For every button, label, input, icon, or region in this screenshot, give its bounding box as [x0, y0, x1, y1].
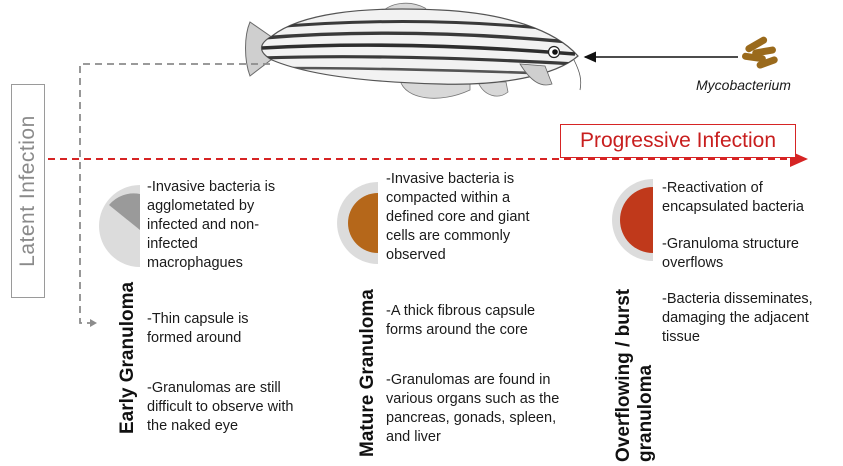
mycobacterium-label: Mycobacterium [696, 77, 791, 93]
mature-granuloma-icon [337, 182, 378, 264]
early-granuloma-description: -Invasive bacteria is agglometated by in… [147, 178, 307, 436]
burst-granuloma-title: Overflowing / burst granuloma [613, 252, 657, 462]
mature-note-2: -A thick fibrous capsule forms around th… [386, 302, 556, 340]
early-granuloma-icon [99, 185, 140, 267]
burst-note-1: -Reactivation of encapsulated bacteria [662, 179, 812, 217]
early-note-1: -Invasive bacteria is agglometated by in… [147, 178, 297, 273]
zebrafish-illustration [246, 3, 581, 98]
burst-note-3: -Bacteria disseminates, damaging the adj… [662, 290, 840, 347]
latent-arrowhead [90, 319, 97, 327]
latent-infection-label: Latent Infection [16, 84, 40, 298]
mature-note-3: -Granulomas are found in various organs … [386, 371, 566, 447]
burst-granuloma-description: -Reactivation of encapsulated bacteria -… [662, 179, 840, 347]
mycobacterium-icon [742, 35, 779, 69]
progressive-infection-label: Progressive Infection [560, 124, 796, 158]
early-note-2: -Thin capsule is formed around [147, 310, 272, 348]
mature-granuloma-title: Mature Granuloma [357, 289, 379, 457]
mature-note-1: -Invasive bacteria is compacted within a… [386, 170, 551, 265]
mature-granuloma-description: -Invasive bacteria is compacted within a… [386, 170, 566, 447]
early-granuloma-title: Early Granuloma [117, 282, 139, 434]
burst-granuloma-icon [612, 179, 653, 261]
burst-note-2: -Granuloma structure overflows [662, 235, 827, 273]
early-note-3: -Granulomas are still difficult to obser… [147, 379, 307, 436]
